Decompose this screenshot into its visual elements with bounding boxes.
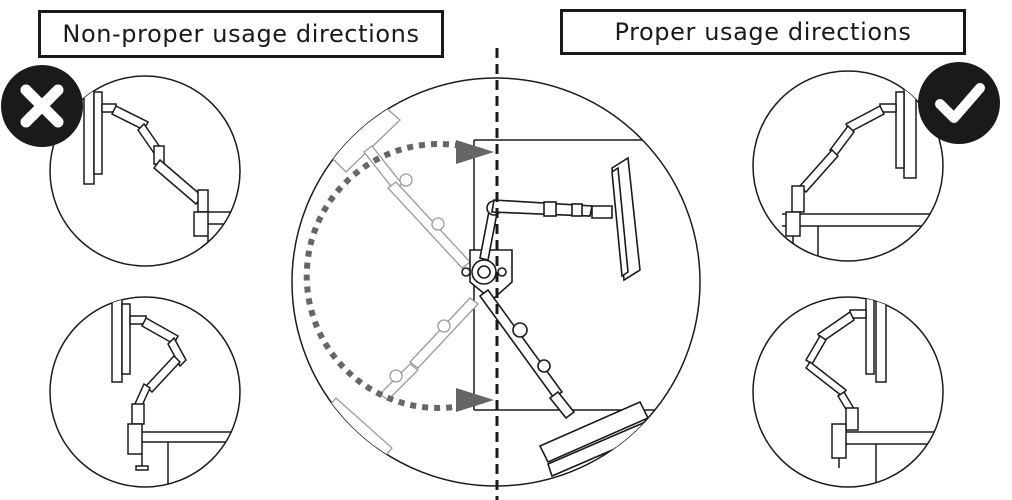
non-proper-usage-label: Non-proper usage directions	[38, 10, 444, 58]
correct-example-top	[752, 70, 944, 262]
proper-usage-label: Proper usage directions	[560, 9, 966, 55]
check-icon	[918, 62, 1000, 144]
arrow-up-head	[456, 140, 494, 164]
arrow-down-head	[456, 388, 494, 412]
non-proper-usage-text: Non-proper usage directions	[62, 20, 420, 48]
cross-icon	[1, 65, 83, 147]
wrong-example-bottom	[49, 296, 241, 488]
correct-example-bottom	[752, 296, 944, 488]
proper-usage-text: Proper usage directions	[614, 18, 912, 46]
wrong-example-top	[49, 75, 241, 267]
rotation-arc	[303, 141, 486, 411]
